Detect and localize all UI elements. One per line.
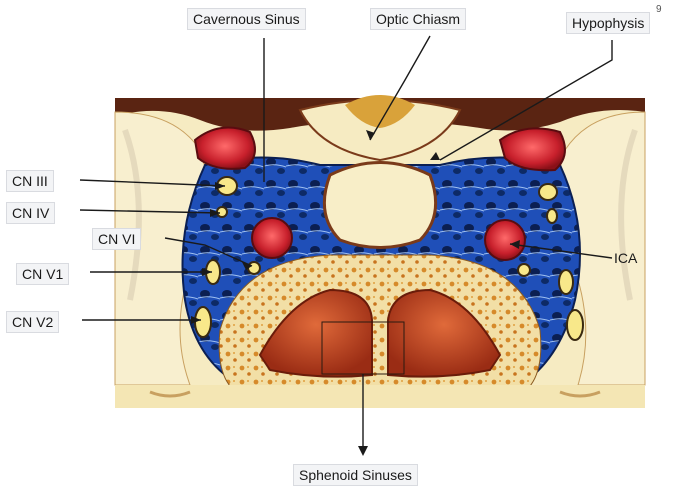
cn-iv-nerve [217, 207, 227, 217]
label-cn-iv: CN IV [6, 202, 55, 224]
label-cavernous-sinus: Cavernous Sinus [187, 8, 306, 30]
ica-right [485, 220, 525, 260]
label-cn-vi: CN VI [92, 228, 141, 250]
ica-left [252, 218, 292, 258]
bottom-strip [115, 385, 645, 408]
ica-siphon-left [195, 128, 255, 169]
label-sphenoid-sinuses: Sphenoid Sinuses [293, 464, 418, 486]
label-cn-v2: CN V2 [6, 311, 59, 333]
label-optic-chiasm: Optic Chiasm [370, 8, 466, 30]
label-hypophysis: Hypophysis [566, 12, 650, 34]
page-number: 9 [656, 4, 662, 15]
cn-v2-nerve [195, 307, 211, 337]
hypophysis-gland [324, 163, 435, 248]
label-cn-v1: CN V1 [16, 263, 69, 285]
cn-vi-nerve [248, 262, 260, 274]
label-ica: ICA [614, 249, 637, 267]
label-cn-iii: CN III [6, 170, 54, 192]
